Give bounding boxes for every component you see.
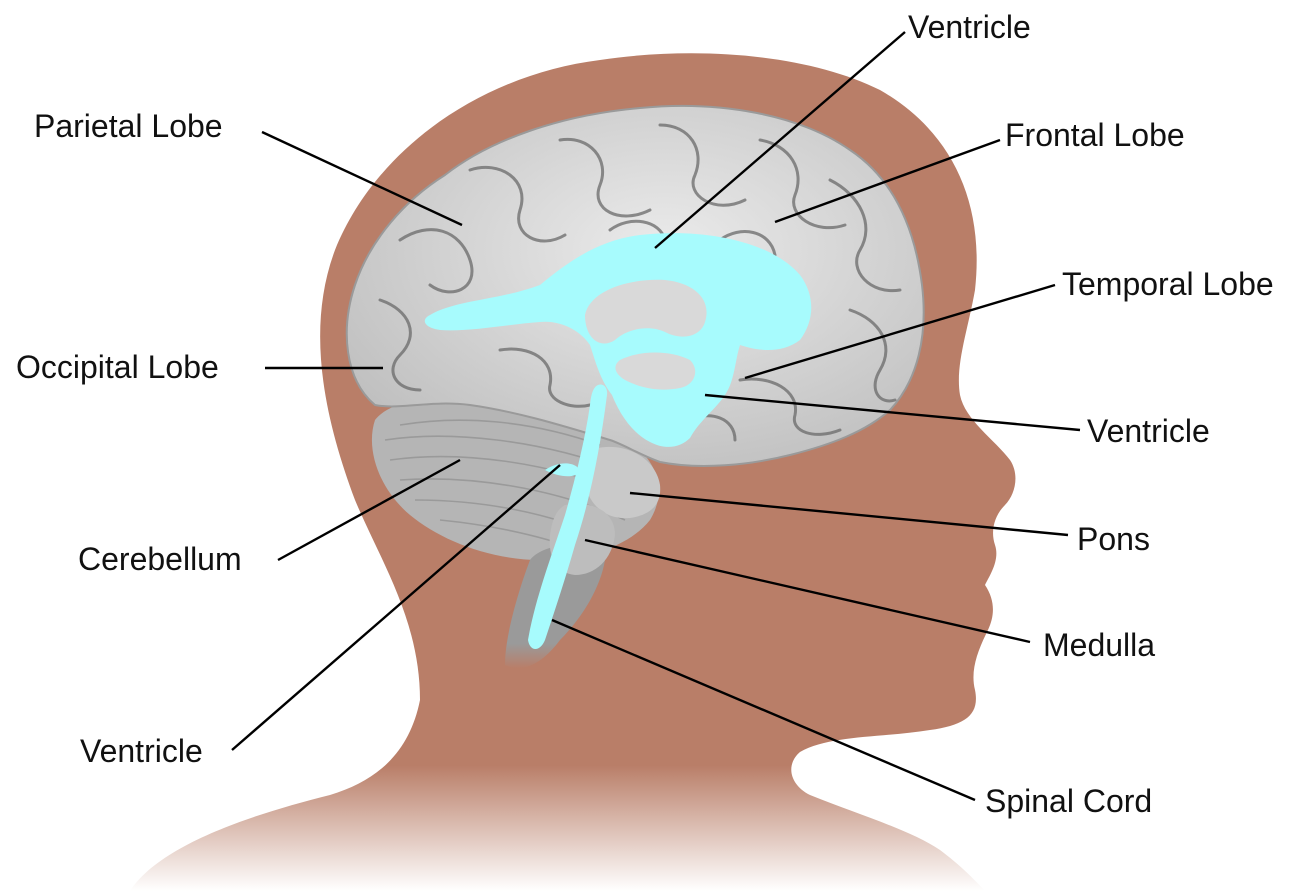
label-medulla: Medulla: [1043, 627, 1155, 663]
label-frontal-lobe: Frontal Lobe: [1005, 117, 1185, 153]
label-ventricle-bottom: Ventricle: [80, 733, 203, 769]
label-spinal-cord: Spinal Cord: [985, 783, 1152, 819]
label-occipital-lobe: Occipital Lobe: [16, 349, 219, 385]
label-ventricle-right: Ventricle: [1087, 413, 1210, 449]
label-cerebellum: Cerebellum: [78, 541, 242, 577]
label-ventricle-top: Ventricle: [908, 9, 1031, 45]
label-pons: Pons: [1077, 521, 1150, 557]
label-temporal-lobe: Temporal Lobe: [1062, 266, 1274, 302]
label-parietal-lobe: Parietal Lobe: [34, 108, 223, 144]
